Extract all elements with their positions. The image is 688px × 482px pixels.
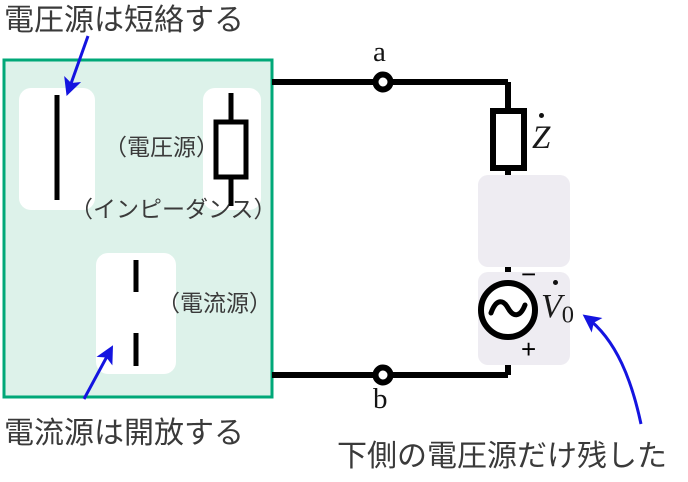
- annotation-arrow-remaining-source: [582, 314, 643, 425]
- caption-current-source-opened: 電流源は開放する: [4, 417, 244, 450]
- annotation-arrow-current-source: [82, 345, 113, 400]
- impedance-body-inbox: [213, 119, 249, 180]
- label-impedance: （インピーダンス）: [70, 196, 277, 222]
- source-label-letter: V: [541, 288, 562, 325]
- source-dot-accent: [553, 280, 558, 285]
- terminal-label-a: a: [373, 36, 386, 68]
- label-voltage-source: （電圧源）: [104, 134, 219, 160]
- ac-source-sine-icon: [488, 299, 528, 318]
- caption-voltage-source-shorted: 電圧源は短絡する: [4, 4, 244, 37]
- source-label-subscript: 0: [561, 301, 575, 329]
- source-label: V0: [541, 290, 574, 328]
- annotation-arrow-voltage-source: [64, 35, 90, 96]
- polarity-minus: −: [521, 259, 537, 289]
- terminal-node-a: [372, 71, 394, 93]
- gray-patch-upper: [478, 175, 570, 267]
- impedance-label: Z: [532, 120, 551, 156]
- impedance-dot-accent: [539, 113, 544, 118]
- terminal-label-b: b: [373, 383, 388, 415]
- caption-remaining-source: 下側の電圧源だけ残した: [337, 440, 667, 473]
- label-current-source: （電流源）: [157, 290, 272, 316]
- white-patch-current-source: [96, 253, 176, 374]
- impedance-body: [490, 108, 527, 171]
- polarity-plus: +: [521, 334, 537, 364]
- terminal-node-b: [372, 364, 394, 386]
